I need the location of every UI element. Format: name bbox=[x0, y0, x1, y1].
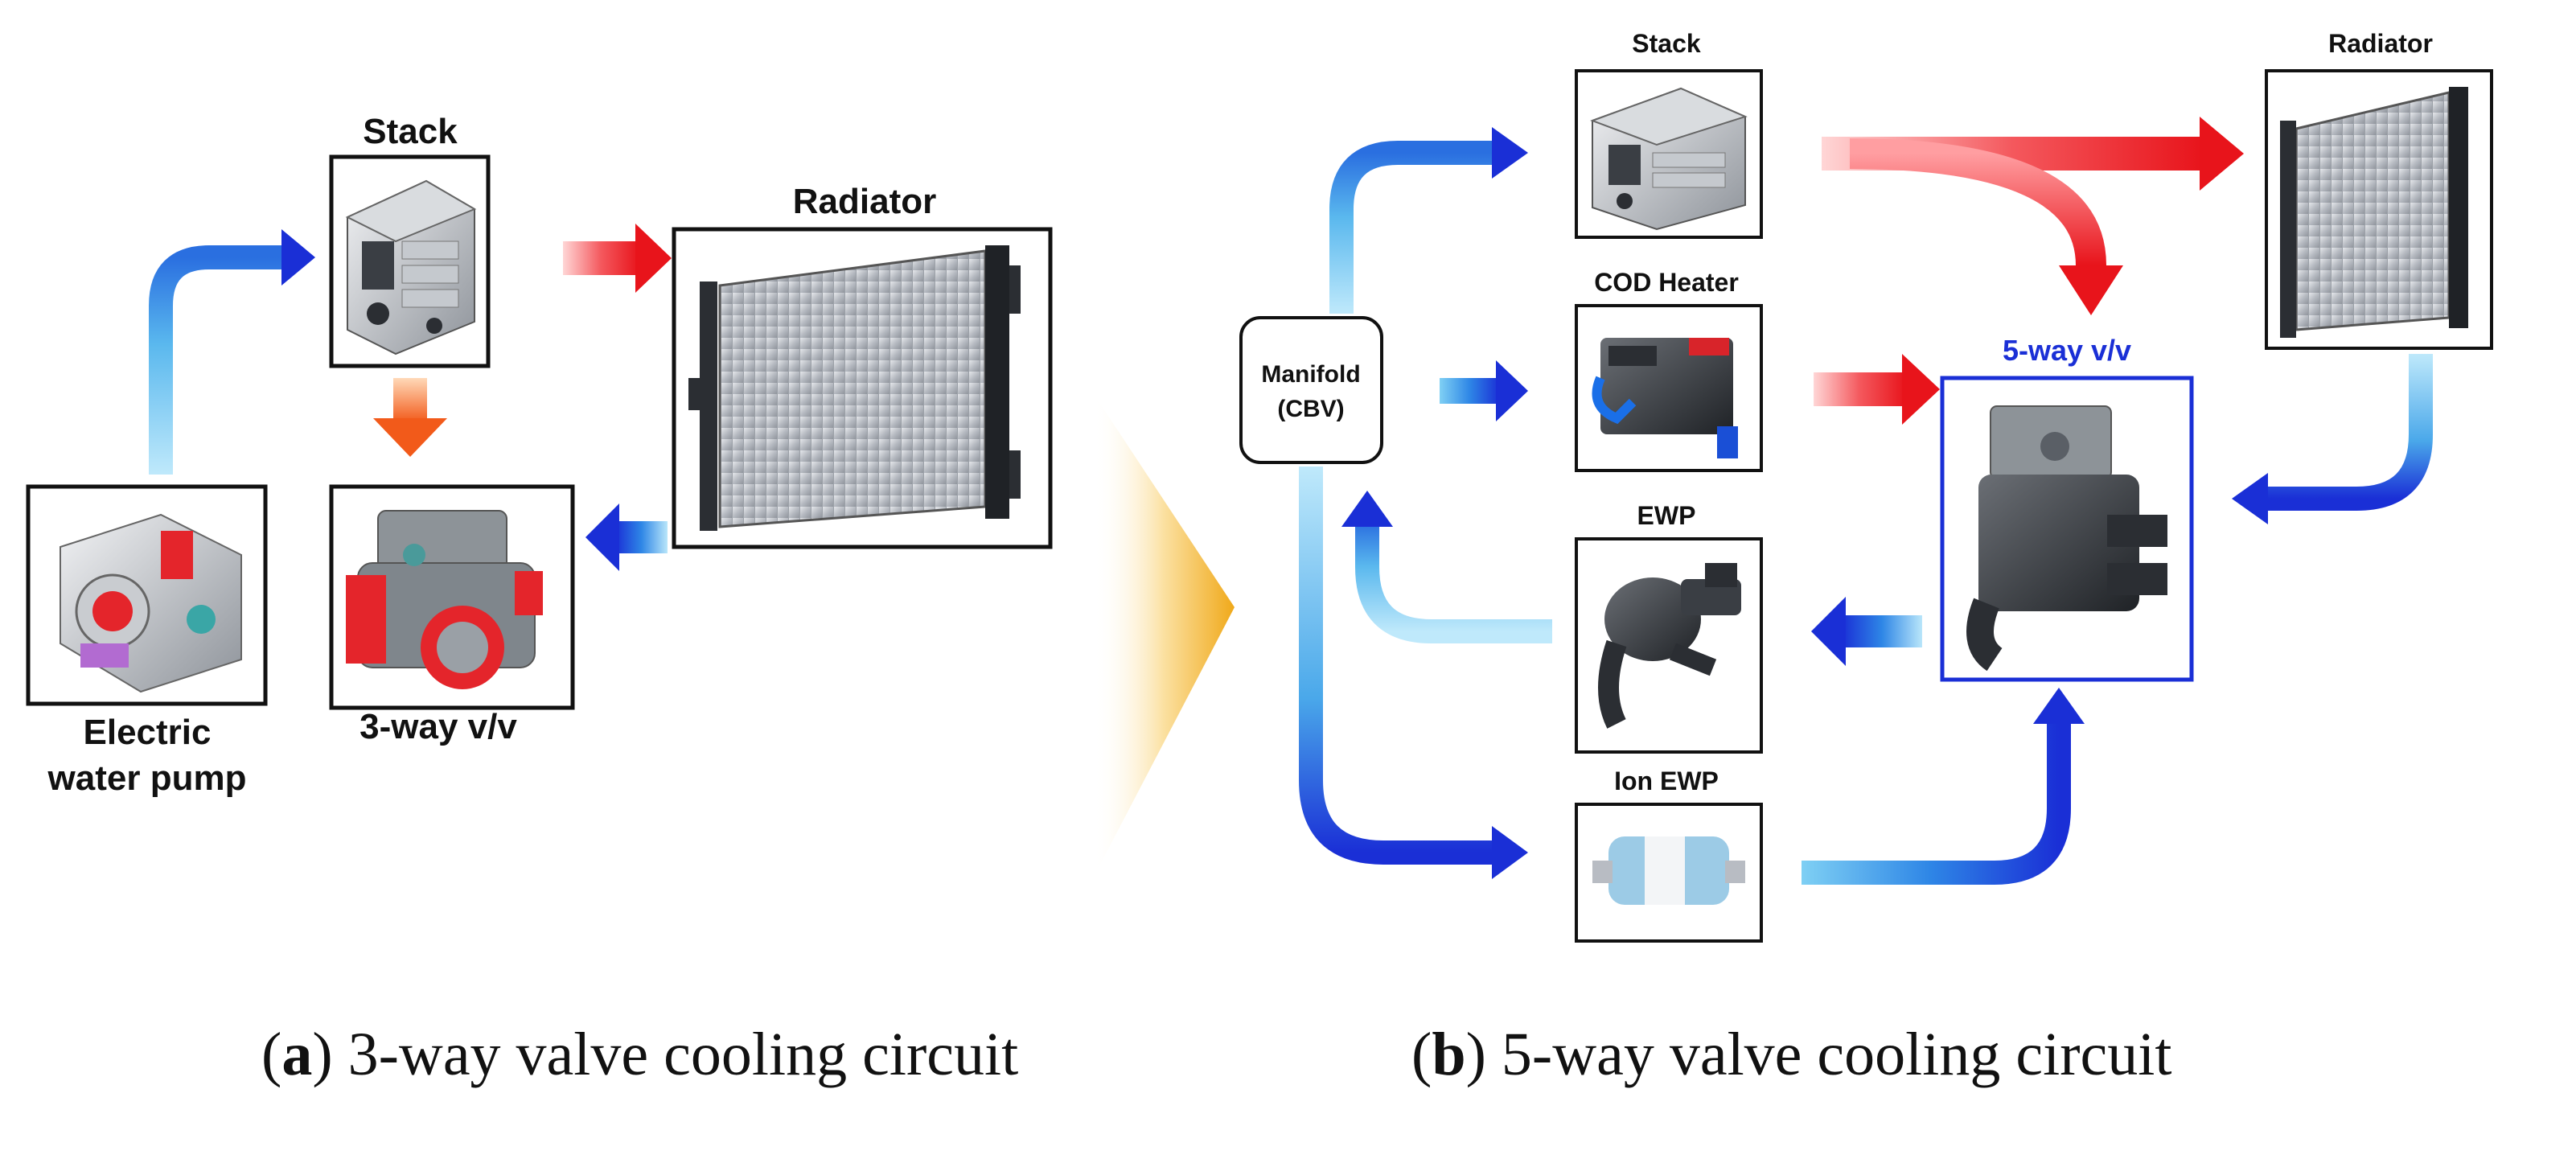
arrow-manifold-to-ion-ewp-b bbox=[1299, 466, 1528, 879]
caption-a-text: 3-way valve cooling circuit bbox=[347, 1021, 1019, 1088]
five-way-valve-image bbox=[1966, 405, 2167, 672]
radiator-image-a bbox=[688, 245, 1021, 531]
manifold-label-line2: (CBV) bbox=[1277, 396, 1344, 422]
electric-water-pump-component bbox=[26, 484, 268, 706]
ewp-image bbox=[1598, 563, 1741, 729]
cod-heater-component bbox=[1575, 304, 1763, 472]
ewp-component bbox=[1575, 537, 1763, 754]
caption-b: (b) 5-way valve cooling circuit bbox=[1411, 1021, 2172, 1088]
stack-component-b bbox=[1575, 69, 1763, 239]
manifold-label-line1: Manifold bbox=[1261, 361, 1360, 388]
stack-component-a bbox=[329, 154, 491, 368]
manifold-component bbox=[1239, 316, 1383, 464]
caption-a-letter: a bbox=[281, 1021, 313, 1088]
radiator-image-b bbox=[2280, 87, 2468, 338]
caption-b-letter: b bbox=[1432, 1021, 1466, 1088]
three-way-valve-label: 3-way v/v bbox=[359, 707, 517, 746]
arrow-heater-to-valve-b bbox=[1814, 354, 1940, 425]
ion-ewp-component bbox=[1575, 803, 1763, 943]
stack-label-b: Stack bbox=[1632, 29, 1701, 58]
arrow-radiator-to-valve-b bbox=[2232, 354, 2433, 524]
arrow-radiator-to-valve-a bbox=[585, 503, 668, 571]
radiator-component-a bbox=[672, 227, 1053, 549]
cod-heater-image bbox=[1592, 338, 1738, 458]
ion-ewp-image bbox=[1592, 836, 1745, 905]
three-way-valve-image bbox=[346, 510, 543, 689]
caption-a: (a) 3-way valve cooling circuit bbox=[261, 1021, 1019, 1088]
radiator-component-b bbox=[2265, 69, 2493, 350]
arrow-stack-to-radiator-a bbox=[563, 224, 672, 293]
caption-b-text: 5-way valve cooling circuit bbox=[1501, 1021, 2172, 1088]
stack-image-b bbox=[1590, 87, 1748, 231]
stack-image-a bbox=[345, 179, 477, 355]
five-way-valve-label: 5-way v/v bbox=[2003, 334, 2131, 367]
arrow-pump-to-stack bbox=[149, 229, 315, 475]
arrow-valve-to-ewp-b bbox=[1811, 597, 1922, 666]
radiator-label-a: Radiator bbox=[793, 182, 936, 221]
cod-heater-label: COD Heater bbox=[1594, 268, 1739, 297]
three-way-valve-component bbox=[329, 484, 575, 710]
arrow-ewp-to-manifold-b bbox=[1341, 491, 1552, 643]
stack-label-a: Stack bbox=[363, 112, 458, 151]
ion-ewp-label: Ion EWP bbox=[1614, 766, 1719, 795]
arrow-ion-ewp-to-valve-b bbox=[1802, 688, 2085, 885]
transition-chevron bbox=[1094, 394, 1235, 877]
ewp-label: EWP bbox=[1637, 501, 1696, 530]
radiator-label-b: Radiator bbox=[2328, 29, 2433, 58]
arrow-stack-to-valve-b bbox=[1849, 138, 2123, 315]
five-way-valve-component bbox=[1940, 376, 2194, 682]
arrow-manifold-to-stack-b bbox=[1329, 127, 1528, 314]
electric-water-pump-label-line2: water pump bbox=[47, 758, 247, 798]
electric-water-pump-label-line1: Electric bbox=[84, 713, 212, 752]
arrow-stack-to-valve-a bbox=[373, 378, 447, 457]
electric-water-pump-image bbox=[60, 513, 242, 693]
arrow-manifold-to-heater-b bbox=[1440, 360, 1528, 421]
